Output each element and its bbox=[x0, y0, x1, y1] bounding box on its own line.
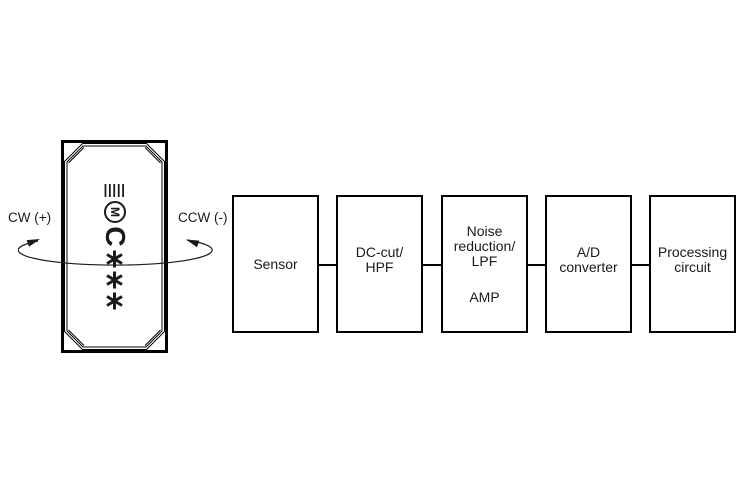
block-noise-reduction-lpf: Noise reduction/ LPF AMP bbox=[441, 195, 528, 333]
logo-letter: M bbox=[107, 207, 122, 217]
block-sensor: Sensor bbox=[232, 195, 319, 333]
cw-label: CW (+) bbox=[8, 210, 52, 225]
block-label: Sensor bbox=[253, 255, 298, 272]
connector-line bbox=[528, 264, 545, 266]
package-outline-icon bbox=[61, 140, 168, 353]
connector-line bbox=[632, 264, 649, 266]
ccw-arrowhead-icon bbox=[186, 239, 200, 248]
block-label: A/D converter bbox=[559, 244, 618, 275]
block-label: DC-cut/ HPF bbox=[355, 244, 404, 275]
connector-line bbox=[423, 264, 441, 266]
rotation-arc-icon bbox=[18, 239, 213, 266]
block-sub-label: AMP bbox=[469, 288, 500, 305]
block-ad-converter: A/D converter bbox=[545, 195, 632, 333]
block-label: Processing circuit bbox=[657, 244, 728, 275]
marking-bars-icon: ||||| bbox=[103, 181, 126, 197]
asterisk-icon bbox=[106, 292, 123, 310]
block-label: Noise reduction/ LPF bbox=[453, 222, 516, 269]
connector-line bbox=[319, 264, 336, 266]
asterisk-icon bbox=[106, 271, 123, 289]
cw-arrowhead-icon bbox=[26, 239, 40, 247]
block-dc-cut-hpf: DC-cut/ HPF bbox=[336, 195, 423, 333]
circled-m-logo: M bbox=[103, 201, 126, 223]
block-processing-circuit: Processing circuit bbox=[649, 195, 736, 333]
sensor-package bbox=[61, 140, 168, 353]
ccw-label: CCW (-) bbox=[178, 210, 228, 225]
